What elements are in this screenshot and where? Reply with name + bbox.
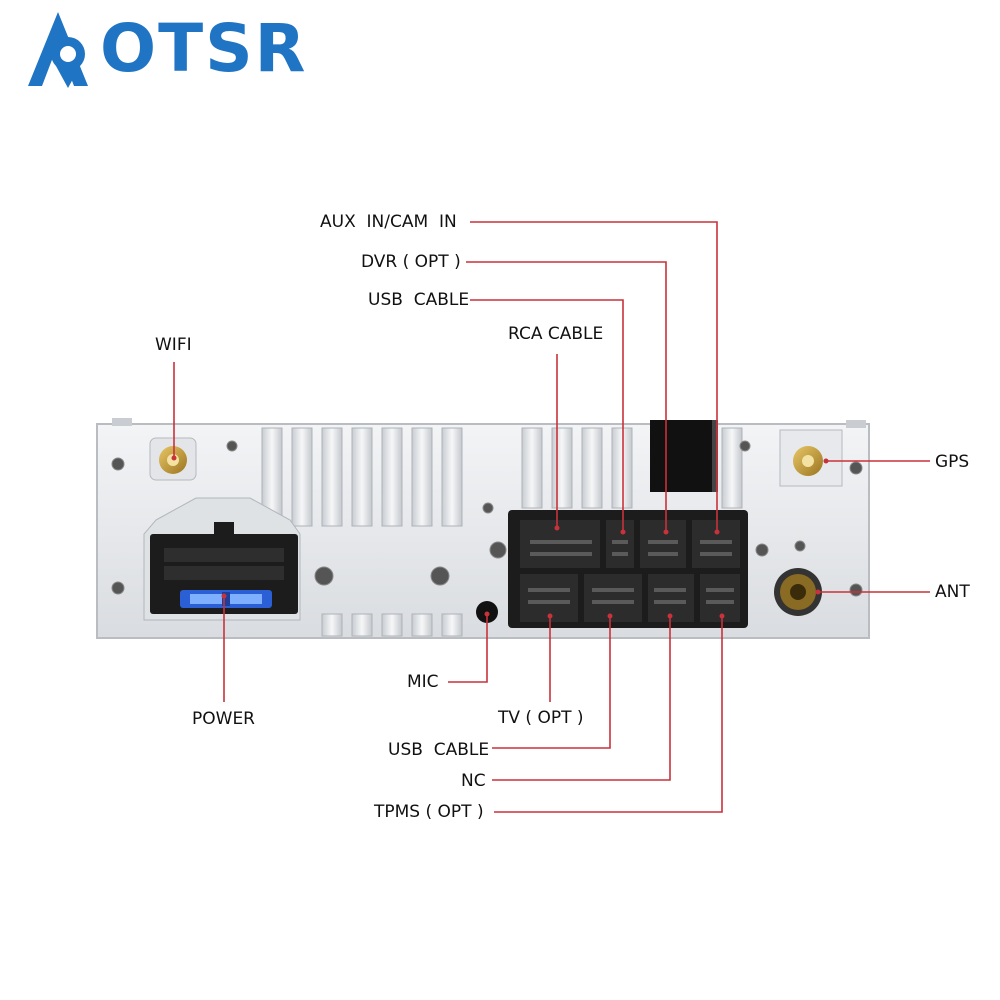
leader-usb-top <box>470 299 624 532</box>
aotsr-logo: OTSR <box>22 8 305 90</box>
label-usb-bottom: USB CABLE <box>388 740 490 760</box>
label-mic: MIC <box>407 672 439 692</box>
screw-icon <box>111 440 863 597</box>
label-ant: ANT <box>935 582 970 602</box>
label-power: POWER <box>192 709 255 729</box>
leader-tpms <box>494 616 723 813</box>
logo-wordmark: OTSR <box>100 10 308 87</box>
label-gps: GPS <box>935 452 970 472</box>
leader-usb-bottom <box>492 616 611 749</box>
leader-aux <box>470 221 718 532</box>
power-connector <box>143 497 301 621</box>
label-nc: NC <box>461 771 486 791</box>
leader-dvr <box>466 261 667 532</box>
leader-nc <box>492 616 671 781</box>
label-tpms: TPMS ( OPT ) <box>374 802 484 822</box>
aotsr-logo-icon <box>28 12 88 88</box>
gps-antenna-icon <box>779 429 843 487</box>
label-aux: AUX IN/CAM IN <box>320 212 457 232</box>
label-usb-top: USB CABLE <box>368 290 470 310</box>
label-wifi: WIFI <box>155 335 192 355</box>
leader-mic <box>448 614 488 683</box>
label-tv: TV ( OPT ) <box>498 708 584 728</box>
radio-antenna-icon <box>774 568 822 616</box>
label-rca: RCA CABLE <box>508 324 604 344</box>
heatsink-fins <box>261 427 743 637</box>
fuse-icon <box>180 590 272 608</box>
label-dvr: DVR ( OPT ) <box>361 252 461 272</box>
